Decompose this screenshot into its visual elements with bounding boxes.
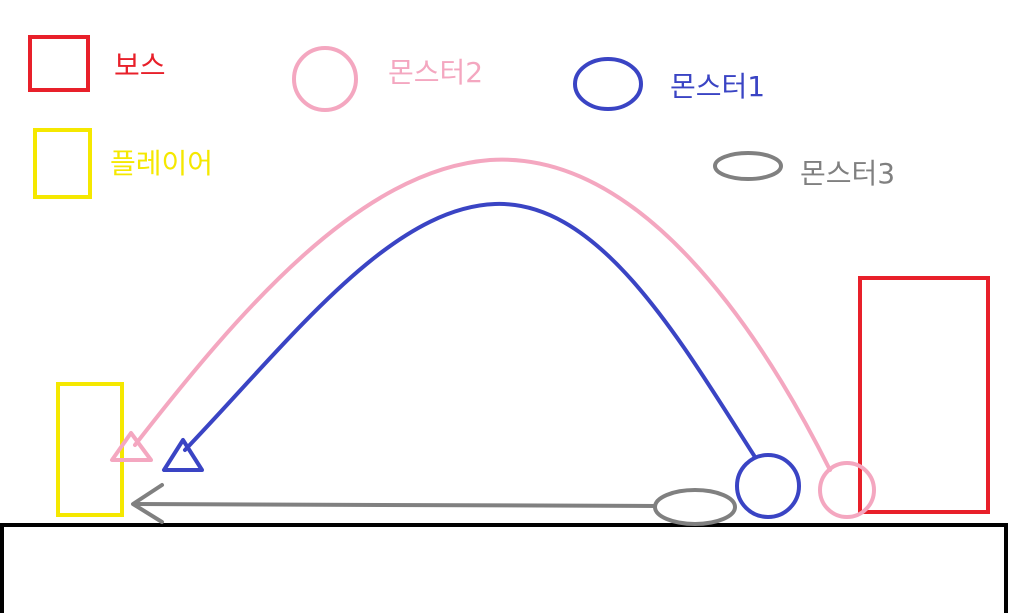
monster2-jump-path [133, 157, 832, 472]
monster1 [735, 453, 801, 519]
monster2-legend-label: 몬스터2 [388, 56, 484, 89]
boss [858, 276, 990, 514]
ground-platform [0, 523, 1008, 613]
monster3-legend-swatch [713, 151, 783, 181]
monster2-arrowhead [110, 431, 153, 462]
player [56, 382, 124, 517]
player-legend-swatch [33, 128, 92, 199]
monster1-arrowhead [162, 438, 204, 472]
boss-legend-label: 보스 [114, 49, 166, 82]
monster3-legend-label: 몬스터3 [800, 157, 896, 190]
monster1-legend-swatch [573, 57, 643, 111]
player-legend-label: 플레이어 [110, 147, 214, 180]
monster1-jump-path [183, 201, 757, 459]
monster2-legend-swatch [292, 46, 358, 112]
monster3-arrowhead [131, 483, 164, 524]
monster1-legend-label: 몬스터1 [670, 70, 766, 103]
monster3-dash-path [134, 502, 657, 508]
boss-legend-swatch [28, 35, 90, 92]
monster3 [653, 488, 737, 526]
monster2 [818, 461, 876, 519]
